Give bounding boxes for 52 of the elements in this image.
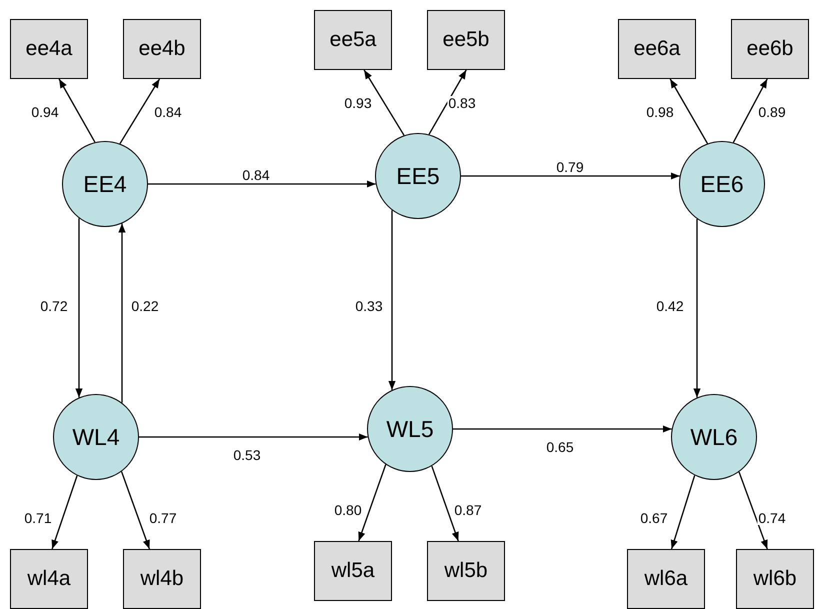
arrow bbox=[148, 180, 376, 188]
edge-label: 0.84 bbox=[153, 105, 183, 119]
edge-label: 0.67 bbox=[639, 511, 669, 525]
arrow bbox=[139, 433, 368, 441]
edge-label: 0.98 bbox=[645, 105, 675, 119]
indicator-box: ee5a bbox=[314, 10, 392, 70]
edge-label: 0.93 bbox=[343, 96, 373, 110]
arrow bbox=[670, 475, 696, 550]
arrow bbox=[670, 78, 708, 144]
indicator-box: wl5b bbox=[427, 541, 505, 601]
edge-label: 0.94 bbox=[30, 105, 60, 119]
edge-label: 0.33 bbox=[354, 299, 384, 313]
edge-label: 0.65 bbox=[545, 440, 575, 454]
indicator-box: wl6a bbox=[627, 549, 705, 609]
arrow bbox=[738, 472, 768, 550]
arrow bbox=[388, 210, 396, 390]
edge-label: 0.71 bbox=[23, 511, 53, 525]
arrow bbox=[732, 78, 768, 143]
edge-label: 0.72 bbox=[39, 299, 69, 313]
arrow bbox=[453, 425, 672, 433]
edge-label: 0.89 bbox=[757, 105, 787, 119]
edge-label: 0.42 bbox=[655, 299, 685, 313]
edge-label: 0.84 bbox=[241, 168, 271, 182]
arrow bbox=[693, 218, 701, 398]
arrow bbox=[119, 78, 160, 144]
arrow bbox=[428, 70, 467, 135]
edge-label: 0.79 bbox=[555, 160, 585, 174]
indicator-box: ee5b bbox=[427, 10, 505, 70]
arrow bbox=[75, 218, 83, 398]
indicator-box: ee4b bbox=[123, 19, 201, 79]
indicator-box: ee4a bbox=[10, 19, 88, 79]
edge-label: 0.53 bbox=[232, 448, 262, 462]
indicator-box: wl5a bbox=[314, 541, 392, 601]
arrow bbox=[120, 471, 150, 550]
edge-label: 0.80 bbox=[333, 503, 363, 517]
indicator-box: wl4a bbox=[10, 549, 88, 609]
arrow bbox=[364, 70, 405, 136]
indicator-box: wl4b bbox=[123, 549, 201, 609]
edge-label: 0.87 bbox=[453, 503, 483, 517]
indicator-box: ee6a bbox=[618, 19, 696, 79]
arrow bbox=[52, 475, 78, 550]
indicator-box: ee6b bbox=[731, 19, 809, 79]
arrow bbox=[358, 464, 386, 542]
indicator-box: wl6b bbox=[736, 549, 814, 609]
edge-label: 0.22 bbox=[130, 299, 160, 313]
edge-label: 0.83 bbox=[447, 96, 477, 110]
arrow bbox=[431, 466, 459, 542]
arrow bbox=[461, 172, 680, 180]
edge-label: 0.74 bbox=[757, 511, 787, 525]
arrow bbox=[58, 78, 96, 143]
edge-label: 0.77 bbox=[148, 511, 178, 525]
arrow bbox=[118, 224, 126, 403]
